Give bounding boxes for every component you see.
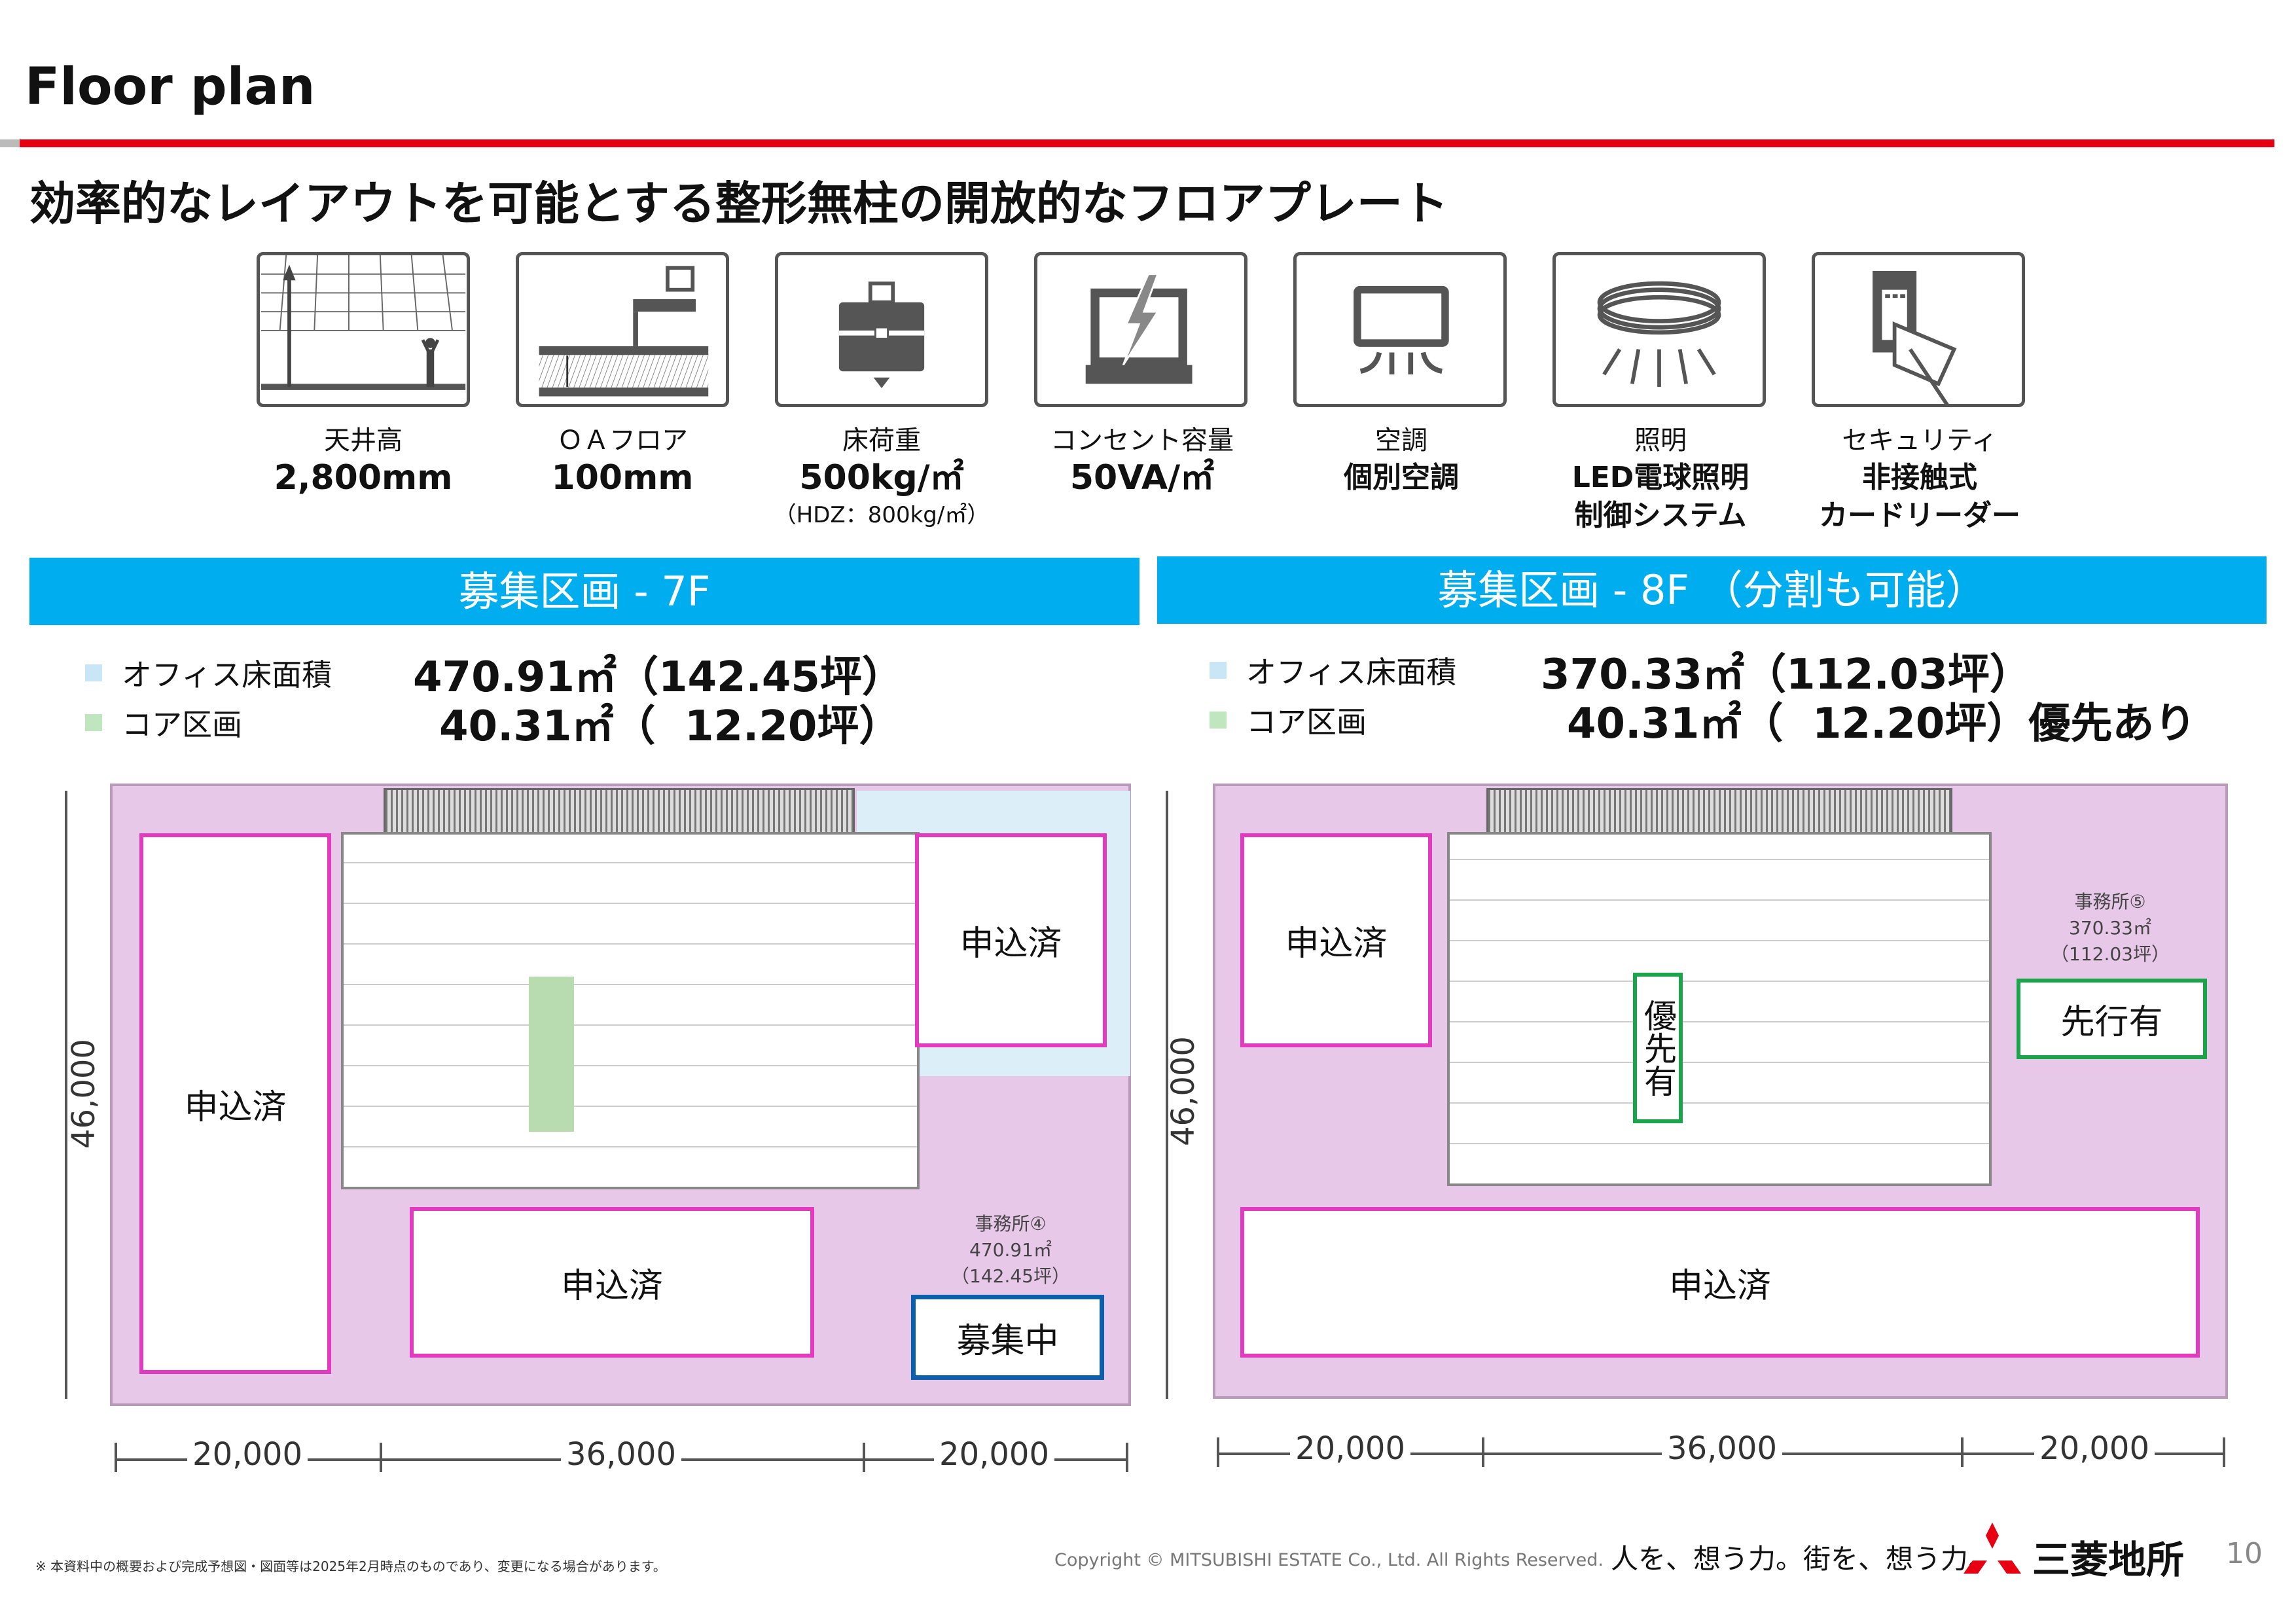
dim-tick: [1482, 1437, 1484, 1467]
spec-label: 照明: [1634, 425, 1687, 456]
floor7-applied-south: 申込済: [410, 1207, 814, 1358]
floor8-dim-height: 46,000: [1165, 1036, 1202, 1146]
floor7-applied-west: 申込済: [139, 833, 331, 1374]
spec-label: 空調: [1375, 425, 1427, 456]
floor7-core: [341, 832, 920, 1189]
floor8-core-value: 40.31㎡（ 12.20坪）優先あり: [1567, 700, 2197, 748]
floor8-dim-2: 36,000: [1662, 1430, 1782, 1467]
floor8-office-value: 370.33㎡（112.03坪）: [1541, 651, 2032, 699]
company-logo-text: 三菱地所: [2032, 1538, 2185, 1582]
floor7-dim-1: 20,000: [187, 1436, 308, 1473]
floor7-dim-3: 20,000: [934, 1436, 1054, 1473]
page-number: 10: [2226, 1537, 2263, 1570]
oa-floor-icon: [516, 252, 729, 407]
floor8-dim-line-v: [1166, 791, 1168, 1399]
core-legend-square: [1210, 712, 1227, 729]
outlet-capacity-icon: [1034, 252, 1247, 407]
spec-value: 非接触式: [1862, 461, 1977, 494]
dim-tick: [863, 1443, 865, 1472]
floor7-office-value: 470.91㎡（142.45坪）: [413, 653, 904, 702]
spec-value: 100mm: [551, 458, 694, 497]
floor7-office-area: オフィス床面積: [85, 651, 332, 695]
floor7-core-area: コア区画: [85, 701, 242, 744]
red-divider: [20, 139, 2274, 147]
air-conditioning-icon: [1293, 252, 1507, 407]
core-legend-square: [85, 714, 102, 731]
dim-tick: [380, 1443, 382, 1472]
dim-tick: [1126, 1443, 1128, 1472]
floor8-louver: [1486, 788, 1952, 838]
spec-lighting: 照明 LED電球照明制御システム: [1523, 422, 1798, 535]
floor8-dim-3: 20,000: [2034, 1430, 2155, 1467]
floor7-office-info: 事務所④ 470.91㎡ （142.45坪）: [951, 1211, 1070, 1290]
floor7-dim-2: 36,000: [561, 1436, 681, 1473]
spec-security: セキュリティ非接触式カードリーダー: [1782, 422, 2057, 535]
office-tsubo: （142.45坪）: [951, 1265, 1070, 1287]
lighting-icon: [1552, 252, 1766, 407]
floor7-core-highlight: [529, 977, 574, 1132]
copyright: Copyright © MITSUBISHI ESTATE Co., Ltd. …: [1054, 1550, 1604, 1570]
spec-value: 50VA/㎡: [1069, 458, 1215, 497]
floor7-louver: [384, 788, 855, 838]
floor8-office-area: オフィス床面積: [1210, 649, 1456, 692]
core-area-label: コア区画: [122, 707, 242, 742]
floor8-office-info: 事務所⑤ 370.33㎡ （112.03坪）: [2051, 889, 2170, 967]
spec-value-2: 制御システム: [1574, 499, 1747, 532]
spec-value-2: カードリーダー: [1819, 499, 2020, 532]
spec-label: 床荷重: [842, 425, 921, 456]
floor7-dim-height: 46,000: [65, 1039, 102, 1149]
office-name: 事務所⑤: [2074, 891, 2146, 912]
office-tsubo: （112.03坪）: [2051, 943, 2170, 965]
floor8-header: 募集区画 - 8F （分割も可能）: [1157, 556, 2267, 624]
floor7-applied-northeast: 申込済: [915, 833, 1107, 1047]
floor8-core-area: コア区画: [1210, 698, 1367, 742]
slogan: 人を、想う力。街を、想う力。: [1611, 1543, 1996, 1575]
office-area-label: オフィス床面積: [122, 657, 332, 693]
office-legend-square: [85, 664, 102, 681]
spec-value: 500kg/㎡: [799, 458, 964, 497]
spec-label: 天井高: [324, 425, 403, 456]
divider: [0, 139, 20, 147]
floor8-core: [1447, 832, 1992, 1186]
page-title: Floor plan: [25, 58, 315, 117]
security-card-icon: [1812, 252, 2025, 407]
page-subtitle: 効率的なレイアウトを可能とする整形無柱の開放的なフロアプレート: [29, 177, 1448, 230]
dim-tick: [1961, 1437, 1964, 1467]
spec-value: 個別空調: [1344, 461, 1459, 494]
office-area: 470.91㎡: [969, 1239, 1052, 1261]
spec-value: LED電球照明: [1571, 461, 1749, 494]
floor8-dim-1: 20,000: [1290, 1430, 1410, 1467]
office-name: 事務所④: [975, 1213, 1047, 1235]
floor7-core-value: 40.31㎡（ 12.20坪）: [439, 702, 901, 751]
mitsubishi-logo-icon: [1964, 1523, 2021, 1574]
spec-value: 2,800mm: [274, 458, 453, 497]
ceiling-height-icon: [257, 252, 470, 407]
floor-load-icon: [775, 252, 988, 407]
office-area-label: オフィス床面積: [1246, 655, 1457, 690]
floor7-header: 募集区画 - 7F: [29, 558, 1139, 625]
dim-tick: [115, 1443, 117, 1472]
dim-tick: [2223, 1437, 2225, 1467]
floor7-recruiting: 募集中: [911, 1295, 1104, 1380]
spec-label: ＯＡフロア: [557, 425, 688, 456]
dim-tick: [1217, 1437, 1219, 1467]
office-legend-square: [1210, 662, 1227, 679]
spec-ac: 空調個別空調: [1264, 422, 1539, 497]
floor8-advance: 先行有: [2017, 979, 2207, 1059]
core-area-label: コア区画: [1246, 704, 1367, 740]
floor8-priority: 優先有: [1633, 973, 1683, 1123]
spec-label: コンセント容量: [1050, 425, 1234, 456]
spec-note: （HDZ：800kg/㎡）: [774, 502, 990, 528]
footer-note: ※ 本資料中の概要および完成予想図・図面等は2025年2月時点のものであり、変更…: [35, 1559, 666, 1574]
spec-label: セキュリティ: [1842, 425, 1998, 456]
floor7-dim-line-v: [65, 791, 67, 1399]
floor8-applied-south: 申込済: [1240, 1207, 2200, 1358]
floor8-applied-northwest: 申込済: [1240, 833, 1432, 1047]
office-area: 370.33㎡: [2069, 917, 2151, 939]
